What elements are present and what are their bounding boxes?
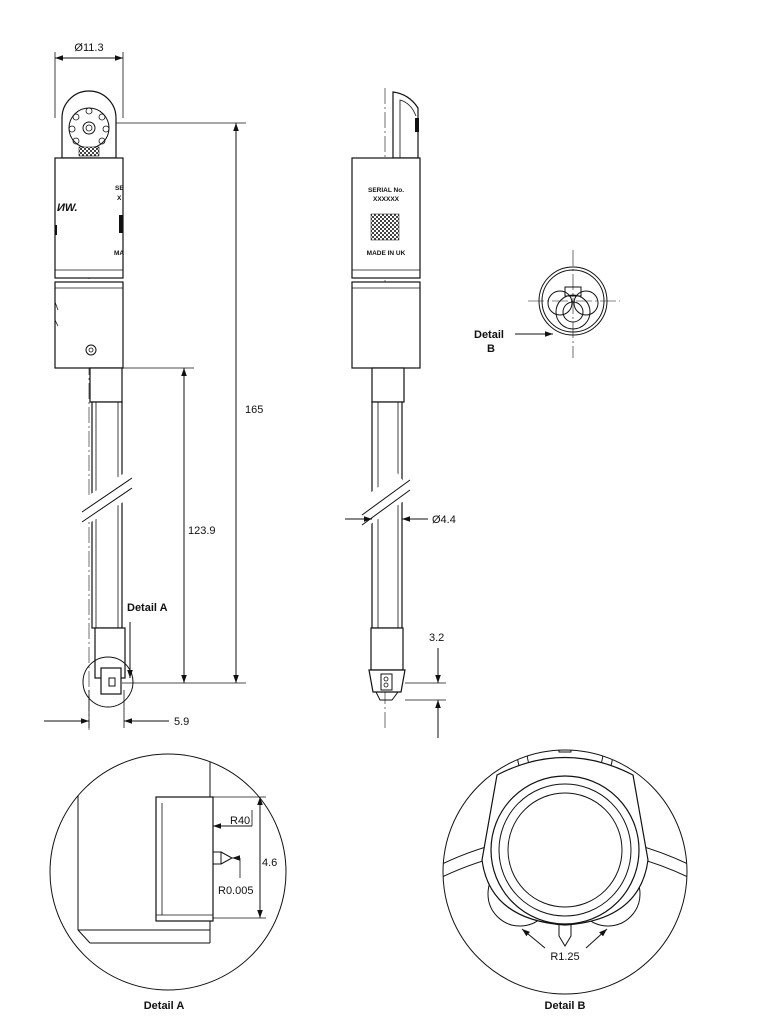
head-diameter-dimension: Ø11.3 bbox=[54, 42, 124, 118]
side-lower-body bbox=[351, 281, 421, 369]
detail-b-caption: Detail B bbox=[545, 1000, 586, 1012]
detail-a-radius-small: R0.005 bbox=[218, 885, 253, 897]
lower-body bbox=[54, 281, 124, 369]
side-view: SERIAL No. XXXXXX MADE IN UK bbox=[345, 88, 456, 738]
detail-a-caption: Detail A bbox=[144, 1000, 185, 1012]
svg-text:X: X bbox=[117, 195, 122, 202]
detail-a-callout-circle bbox=[82, 656, 134, 708]
shaft-diameter-value: Ø4.4 bbox=[432, 514, 456, 526]
head-diameter-value: Ø11.3 bbox=[74, 42, 103, 54]
offset-width-value: 5.9 bbox=[174, 716, 189, 728]
serial-value: XXXXXX bbox=[373, 196, 400, 203]
side-connector bbox=[392, 91, 419, 159]
data-matrix-code bbox=[370, 213, 400, 241]
origin-label: MADE IN UK bbox=[367, 250, 406, 257]
side-upper-body: SERIAL No. XXXXXX MADE IN UK bbox=[351, 157, 421, 279]
detail-b-callout: Detail B bbox=[474, 329, 507, 355]
detail-a-circle bbox=[49, 753, 287, 991]
shaft-length-dimension: 123.9 bbox=[122, 367, 216, 683]
svg-text:ИW.: ИW. bbox=[57, 202, 78, 214]
detail-b-view: R1.25 Detail B bbox=[442, 749, 688, 1012]
svg-text:SE: SE bbox=[115, 185, 124, 192]
detail-a-callout: Detail A bbox=[127, 602, 168, 614]
overall-length-dimension: 165 bbox=[116, 122, 263, 684]
connector-head bbox=[61, 90, 117, 159]
end-view: Detail B bbox=[474, 250, 620, 358]
shaft bbox=[77, 367, 138, 695]
detail-a-view: 4.6 R40 R0.005 Detail A bbox=[49, 753, 287, 1012]
detail-b-circle bbox=[442, 749, 688, 995]
tip-length-value: 3.2 bbox=[429, 632, 444, 644]
overall-length-value: 165 bbox=[245, 404, 263, 416]
upper-body: ИW. SE X MA bbox=[54, 157, 124, 279]
svg-text:MA: MA bbox=[114, 250, 124, 257]
detail-b-radius: R1.25 bbox=[550, 951, 579, 963]
front-view: ИW. SE X MA bbox=[44, 42, 263, 730]
side-shaft bbox=[352, 367, 413, 701]
shaft-length-value: 123.9 bbox=[188, 525, 216, 537]
shaft-diameter-dimension: Ø4.4 bbox=[345, 514, 456, 526]
offset-width-dimension: 5.9 bbox=[44, 690, 189, 728]
detail-a-height: 4.6 bbox=[262, 857, 277, 869]
serial-label: SERIAL No. bbox=[368, 187, 404, 194]
detail-a-radius-large: R40 bbox=[230, 815, 250, 827]
tip-length-dimension: 3.2 bbox=[405, 632, 446, 738]
